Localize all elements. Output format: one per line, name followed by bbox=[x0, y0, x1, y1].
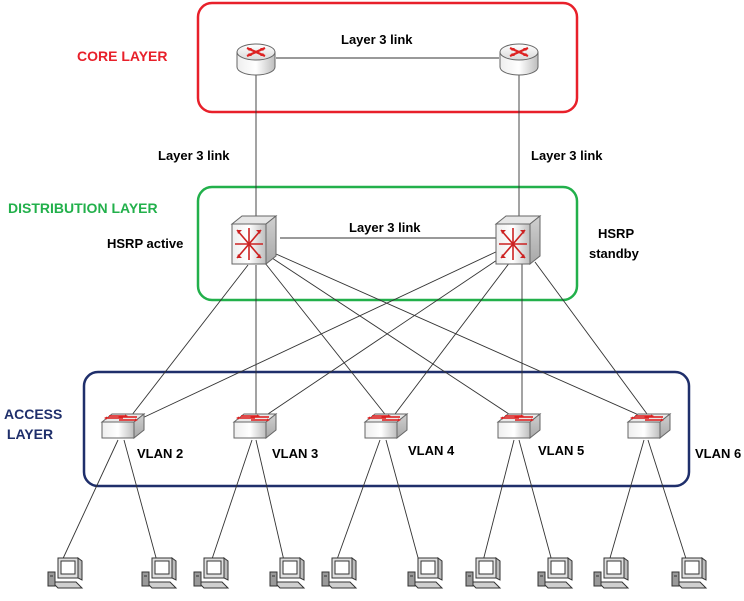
pc-icon bbox=[671, 557, 707, 589]
pc-icon bbox=[465, 557, 501, 589]
access-layer-title-line1: ACCESS bbox=[4, 406, 63, 422]
core-router-left-icon bbox=[235, 42, 277, 77]
hsrp-active-label: HSRP active bbox=[107, 236, 184, 251]
dist-switch-left-icon bbox=[231, 215, 277, 265]
core-layer-box bbox=[196, 1, 579, 114]
access-switch-vlan2-icon bbox=[101, 413, 145, 439]
core-layer-title: CORE LAYER bbox=[77, 48, 168, 64]
access-layer-title-line2: LAYER bbox=[6, 426, 54, 442]
core-router-right-icon bbox=[498, 42, 540, 77]
core-dist-left-label: Layer 3 link bbox=[158, 148, 230, 163]
access-switch-vlan5-icon bbox=[497, 413, 541, 439]
dist-switch-right-icon bbox=[495, 215, 541, 265]
links bbox=[59, 57, 689, 566]
access-layer-box bbox=[82, 370, 691, 488]
vlan-label: VLAN 2 bbox=[137, 446, 184, 461]
pc-icon bbox=[593, 557, 629, 589]
access-switch-vlan3-icon bbox=[233, 413, 277, 439]
distribution-layer-box bbox=[196, 185, 579, 302]
pc-icon bbox=[193, 557, 229, 589]
access-switch-vlan4-icon bbox=[364, 413, 408, 439]
vlan-label: VLAN 6 bbox=[695, 446, 742, 461]
vlan-label: VLAN 3 bbox=[272, 446, 319, 461]
core-link-label: Layer 3 link bbox=[341, 32, 413, 47]
vlan-label: VLAN 5 bbox=[538, 443, 585, 458]
hsrp-standby-label-line1: HSRP bbox=[598, 226, 635, 241]
core-dist-right-label: Layer 3 link bbox=[531, 148, 603, 163]
hsrp-standby-label-line2: standby bbox=[589, 246, 639, 261]
pc-icon bbox=[321, 557, 357, 589]
pc-icon bbox=[537, 557, 573, 589]
distribution-layer-title: DISTRIBUTION LAYER bbox=[8, 200, 158, 216]
access-switch-vlan6-icon bbox=[627, 413, 671, 439]
vlan-label: VLAN 4 bbox=[408, 443, 455, 458]
pc-icon bbox=[47, 557, 83, 589]
pc-icon bbox=[407, 557, 443, 589]
pc-icon bbox=[141, 557, 177, 589]
dist-link-label: Layer 3 link bbox=[349, 220, 421, 235]
pc-icon bbox=[269, 557, 305, 589]
